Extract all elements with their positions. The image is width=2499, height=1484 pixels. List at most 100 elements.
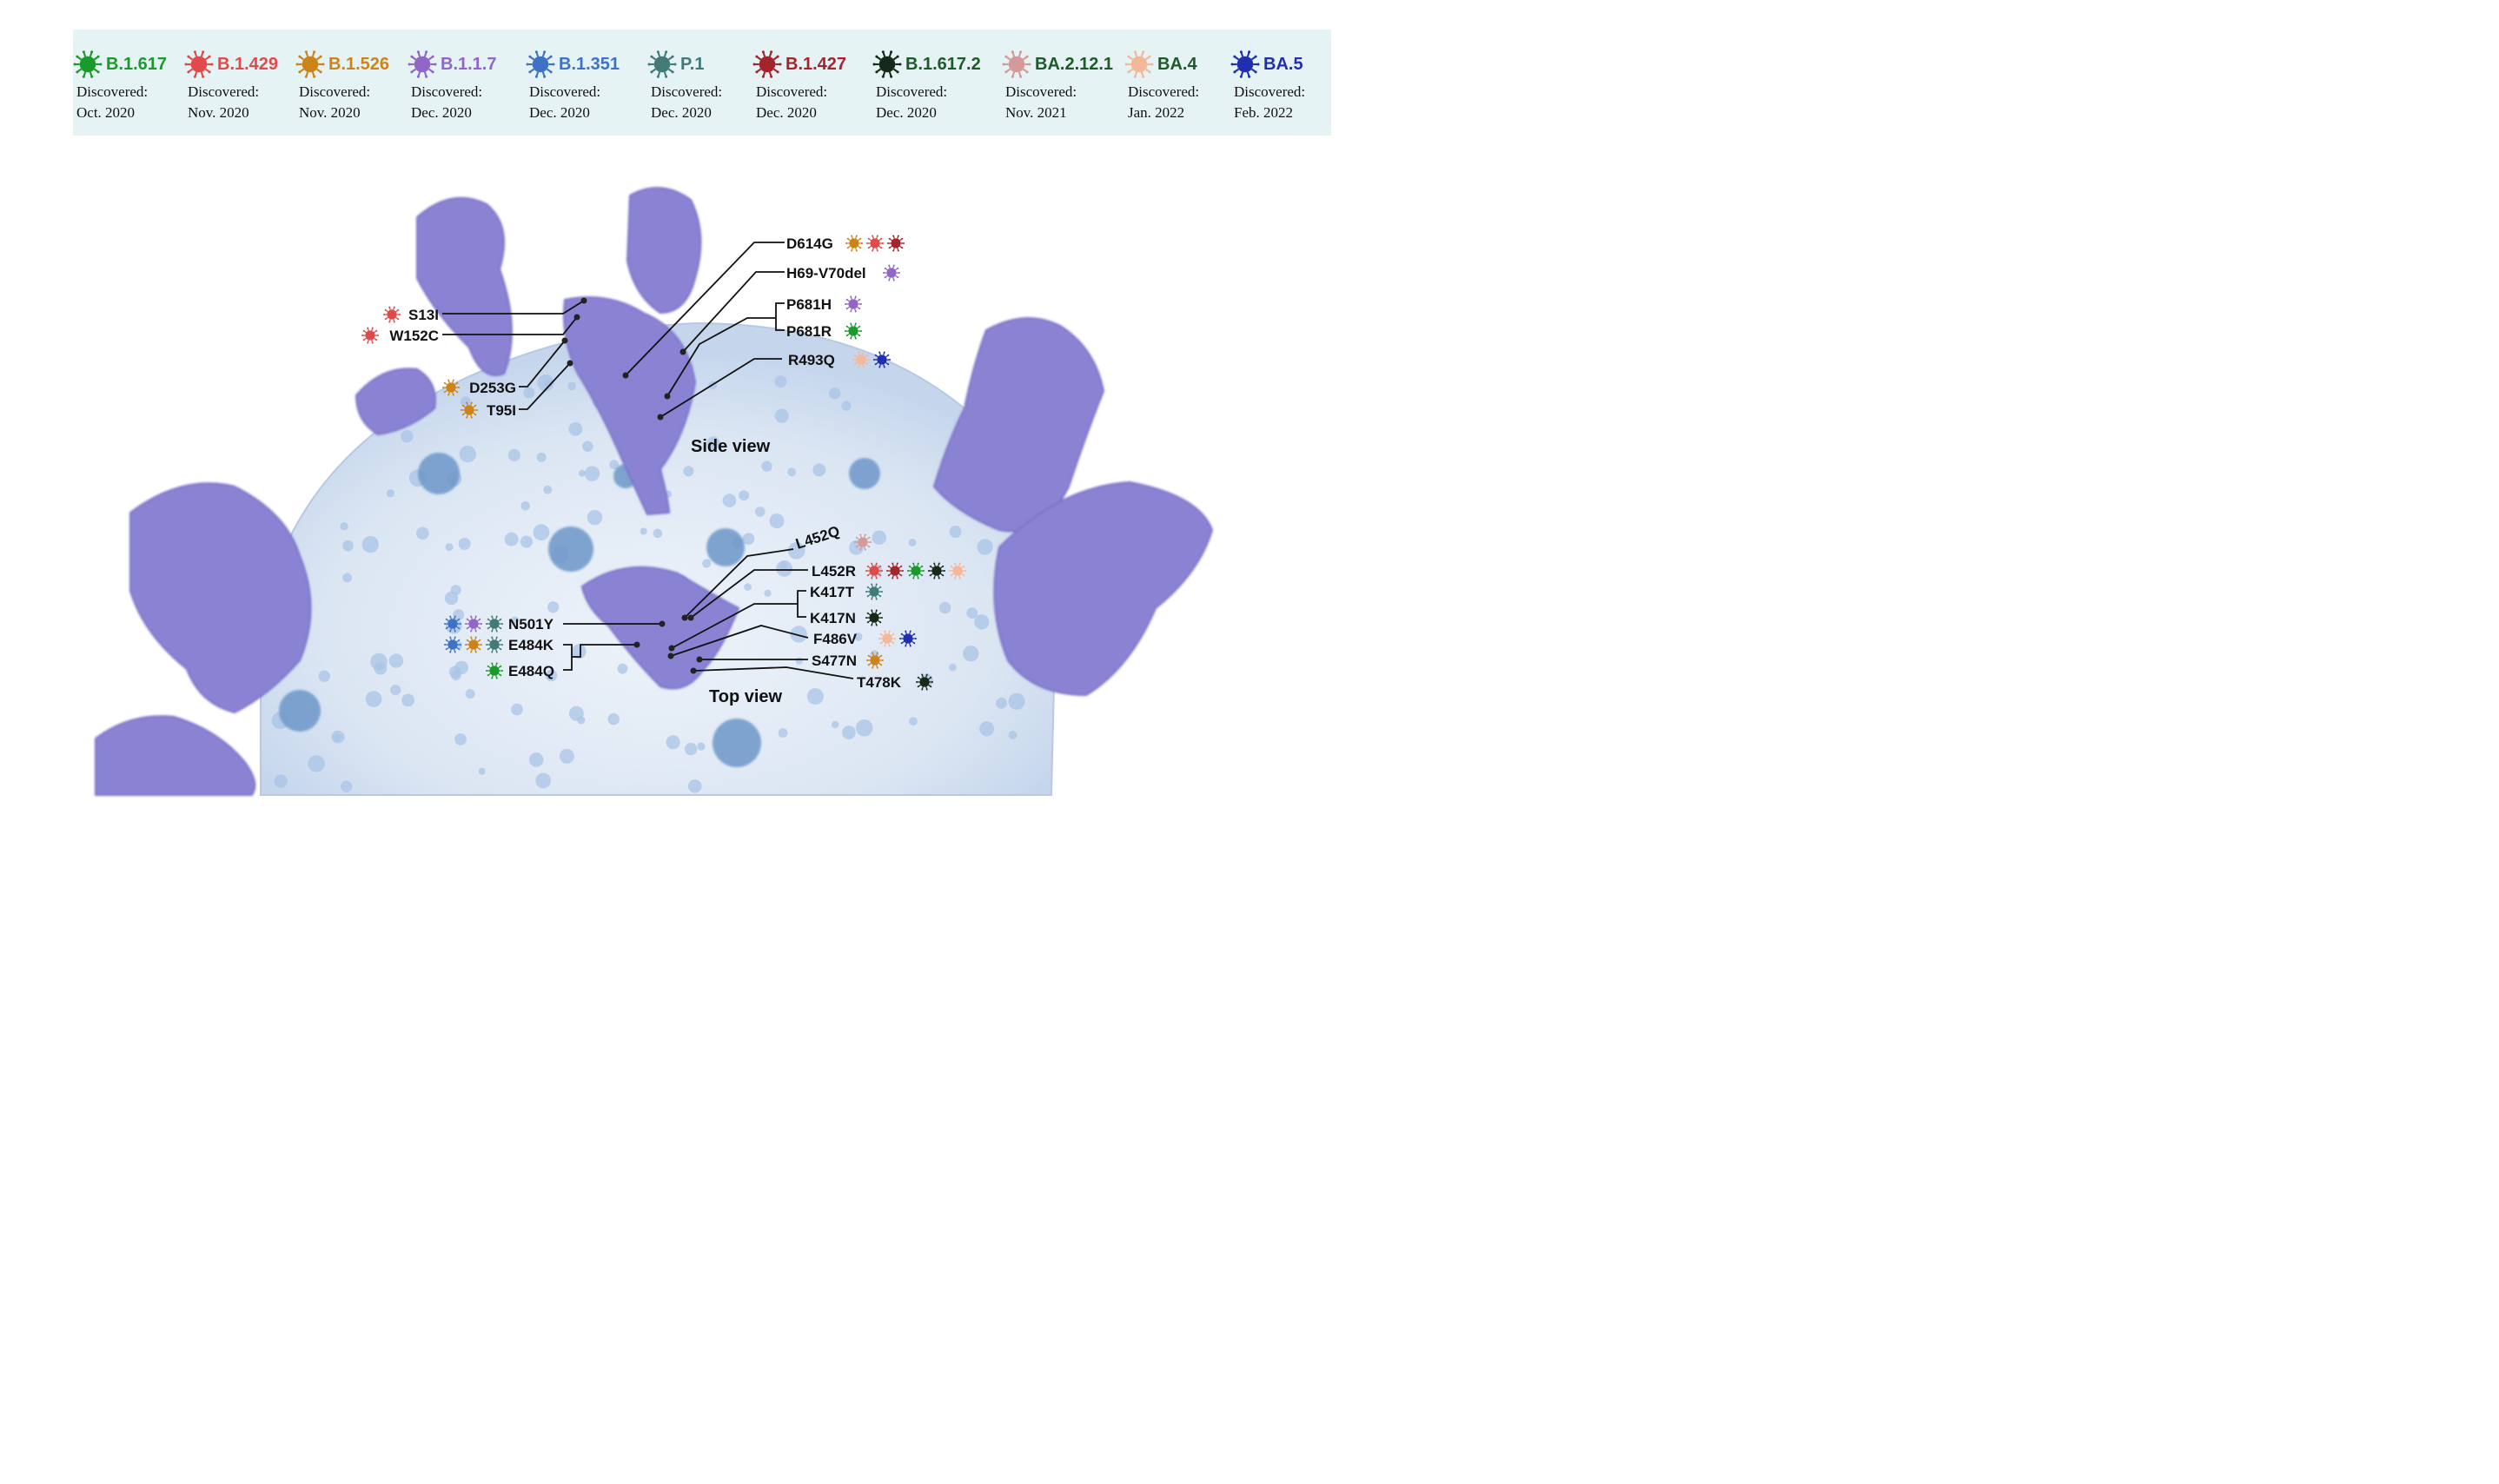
mutation-label-h69-v70del: H69-V70del xyxy=(786,265,866,282)
variant-icon-b-1-526 xyxy=(866,652,884,669)
legend-discovered-label: Discovered: xyxy=(876,83,948,100)
variant-icon-ba-5 xyxy=(873,351,891,368)
leader-line-t95i xyxy=(519,362,571,410)
spike-right-lower xyxy=(993,480,1214,697)
legend-variant-name: B.1.526 xyxy=(328,54,390,74)
mutation-site-s13i xyxy=(580,297,587,304)
spike-mutation-diagram: D614GH69-V70delP681HP681RR493QS13IW152CD… xyxy=(95,187,1214,796)
mutation-label-d253g: D253G xyxy=(469,380,516,396)
variant-icon-b-1-429 xyxy=(866,235,884,252)
mutation-label-s477n: S477N xyxy=(812,653,857,669)
mutation-site-d614g xyxy=(622,372,629,379)
virus-glyph xyxy=(526,50,555,78)
leader-line-l452q xyxy=(684,548,794,619)
variant-icon-b-1-617-2 xyxy=(865,609,883,626)
legend-discovered-date: Jan. 2022 xyxy=(1128,104,1185,121)
mutation-label-r493q: R493Q xyxy=(788,352,835,368)
legend-discovered-date: Nov. 2021 xyxy=(1005,104,1067,121)
variant-icon-p-1 xyxy=(486,636,503,653)
mutation-label-e484q: E484Q xyxy=(508,663,554,679)
virus-glyph xyxy=(184,50,214,78)
mutation-label-t95i: T95I xyxy=(487,402,516,419)
spike-left-small xyxy=(355,368,436,436)
mutation-label-l452r: L452R xyxy=(812,563,856,580)
virus-icon xyxy=(295,50,325,78)
variant-icon-b-1-351 xyxy=(444,615,461,633)
variant-icon-b-1-427 xyxy=(887,235,905,252)
spike-proteins xyxy=(95,187,1214,796)
virus-icon xyxy=(526,50,555,78)
legend-variant-name: BA.2.12.1 xyxy=(1035,54,1114,74)
variant-icon-b-1-526 xyxy=(461,401,478,419)
variant-icon-b-1-526 xyxy=(845,235,863,252)
legend-variant-name: B.1.617.2 xyxy=(905,54,981,74)
variant-icon-b-1-429 xyxy=(361,327,379,344)
legend-variant-name: B.1.617 xyxy=(106,54,168,74)
mutation-label-s13i: S13I xyxy=(408,307,439,323)
variant-icon-p-1 xyxy=(486,615,503,633)
variant-icon-ba-5 xyxy=(899,630,917,647)
legend-variant-name: B.1.351 xyxy=(559,54,620,74)
leader-line-t478k xyxy=(693,666,854,679)
spike-top-left xyxy=(416,196,513,376)
legend-discovered-date: Oct. 2020 xyxy=(76,104,136,121)
leader-line-w152c xyxy=(442,316,578,335)
variant-icon-b-1-617-2 xyxy=(928,562,945,580)
virus-icon xyxy=(1230,50,1260,78)
virus-glyph xyxy=(647,50,677,78)
variant-icon-b-1-427 xyxy=(886,562,904,580)
legend-variant-name: B.1.1.7 xyxy=(441,54,497,74)
virus-icon xyxy=(647,50,677,78)
variant-icon-b-1-617 xyxy=(845,322,862,340)
mutation-site-k417n xyxy=(668,645,675,652)
legend-variant-name: BA.5 xyxy=(1263,54,1303,74)
mutation-label-p681h: P681H xyxy=(786,296,832,313)
mutation-label-k417n: K417N xyxy=(810,610,856,626)
legend-discovered-date: Nov. 2020 xyxy=(299,104,361,121)
virus-icon xyxy=(1124,50,1154,78)
variant-icon-b-1-1-7 xyxy=(465,615,482,633)
mutation-site-t95i xyxy=(567,360,573,367)
variant-icon-ba-2-12-1 xyxy=(854,533,872,551)
virus-icon xyxy=(752,50,782,78)
legend-discovered-label: Discovered: xyxy=(1005,83,1077,100)
legend-discovered-date: Dec. 2020 xyxy=(411,104,472,121)
legend-discovered-label: Discovered: xyxy=(76,83,149,100)
top-view-label: Top view xyxy=(709,687,783,706)
mutation-label-f486v: F486V xyxy=(813,631,858,647)
leader-line-p681h xyxy=(775,302,785,331)
mutation-site-n501y xyxy=(659,620,666,627)
legend-discovered-date: Dec. 2020 xyxy=(651,104,712,121)
mutation-site-l452r xyxy=(687,614,694,621)
leader-line-f486v xyxy=(670,625,809,657)
leader-line-r493q xyxy=(660,358,782,418)
mutation-label-k417t: K417T xyxy=(810,584,855,600)
variant-icon-b-1-526 xyxy=(442,379,460,396)
virus-particle xyxy=(260,321,1057,796)
virus-glyph xyxy=(1002,50,1031,78)
mutation-site-d253g xyxy=(561,337,568,344)
mutation-site-r493q xyxy=(657,414,664,421)
virus-glyph xyxy=(1124,50,1154,78)
spike-bottom-left xyxy=(95,715,256,796)
variant-icon-b-1-617-2 xyxy=(916,673,933,691)
leader-line-k417n xyxy=(671,603,798,649)
leader-line-h69-v70del xyxy=(682,271,785,353)
variant-icon-b-1-526 xyxy=(465,636,482,653)
legend-discovered-date: Dec. 2020 xyxy=(529,104,590,121)
leader-line-p681r xyxy=(666,317,776,397)
legend-discovered-label: Discovered: xyxy=(411,83,483,100)
variant-icon-b-1-429 xyxy=(865,562,883,580)
virus-icon xyxy=(184,50,214,78)
spike-side-view xyxy=(563,296,697,516)
mutation-site-t478k xyxy=(690,667,697,674)
variant-icon-b-1-617 xyxy=(907,562,925,580)
legend-discovered-date: Dec. 2020 xyxy=(876,104,937,121)
spike-top-center xyxy=(626,187,702,315)
